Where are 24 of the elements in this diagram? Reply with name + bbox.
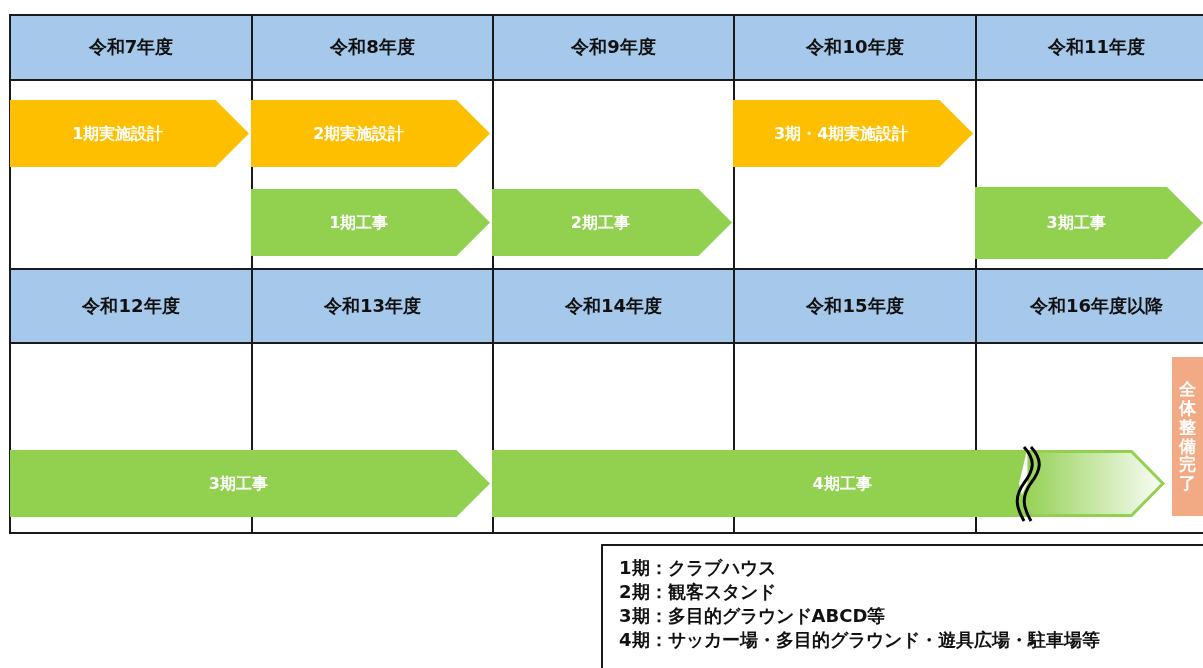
phase-label: 2期工事: [570, 211, 630, 234]
legend-note: 1期：クラブハウス: [619, 556, 776, 580]
legend-note: 2期：観客スタンド: [619, 580, 776, 604]
phase-legend-box: [601, 544, 1203, 668]
phase-label: 3期工事: [1046, 212, 1106, 234]
phase-label: 1期実施設計: [72, 122, 164, 145]
phase-label: 2期実施設計: [313, 122, 405, 145]
phase-label: 3期・4期実施設計: [774, 122, 909, 145]
phase-label: 1期工事: [329, 211, 389, 234]
year-header-cell: 令和7年度: [9, 14, 253, 81]
phase-label: 4期工事: [812, 472, 872, 495]
year-header-cell: 令和14年度: [492, 268, 735, 344]
year-header-cell: 令和13年度: [251, 268, 494, 344]
year-header-cell: 令和16年度以降: [975, 268, 1203, 344]
year-header-cell: 令和12年度: [9, 268, 253, 344]
legend-note: 3期：多目的グラウンドABCD等: [619, 604, 886, 628]
phase-label: 3期工事: [208, 472, 268, 495]
year-header-cell: 令和15年度: [733, 268, 977, 344]
year-header-cell: 令和9年度: [492, 14, 735, 81]
legend-note: 4期：サッカー場・多目的グラウンド・遊具広場・駐車場等: [619, 628, 1100, 652]
year-header-cell: 令和11年度: [975, 14, 1203, 81]
completion-box: 全体整備完了: [1172, 357, 1203, 516]
year-header-cell: 令和10年度: [733, 14, 977, 81]
year-header-cell: 令和8年度: [251, 14, 494, 81]
